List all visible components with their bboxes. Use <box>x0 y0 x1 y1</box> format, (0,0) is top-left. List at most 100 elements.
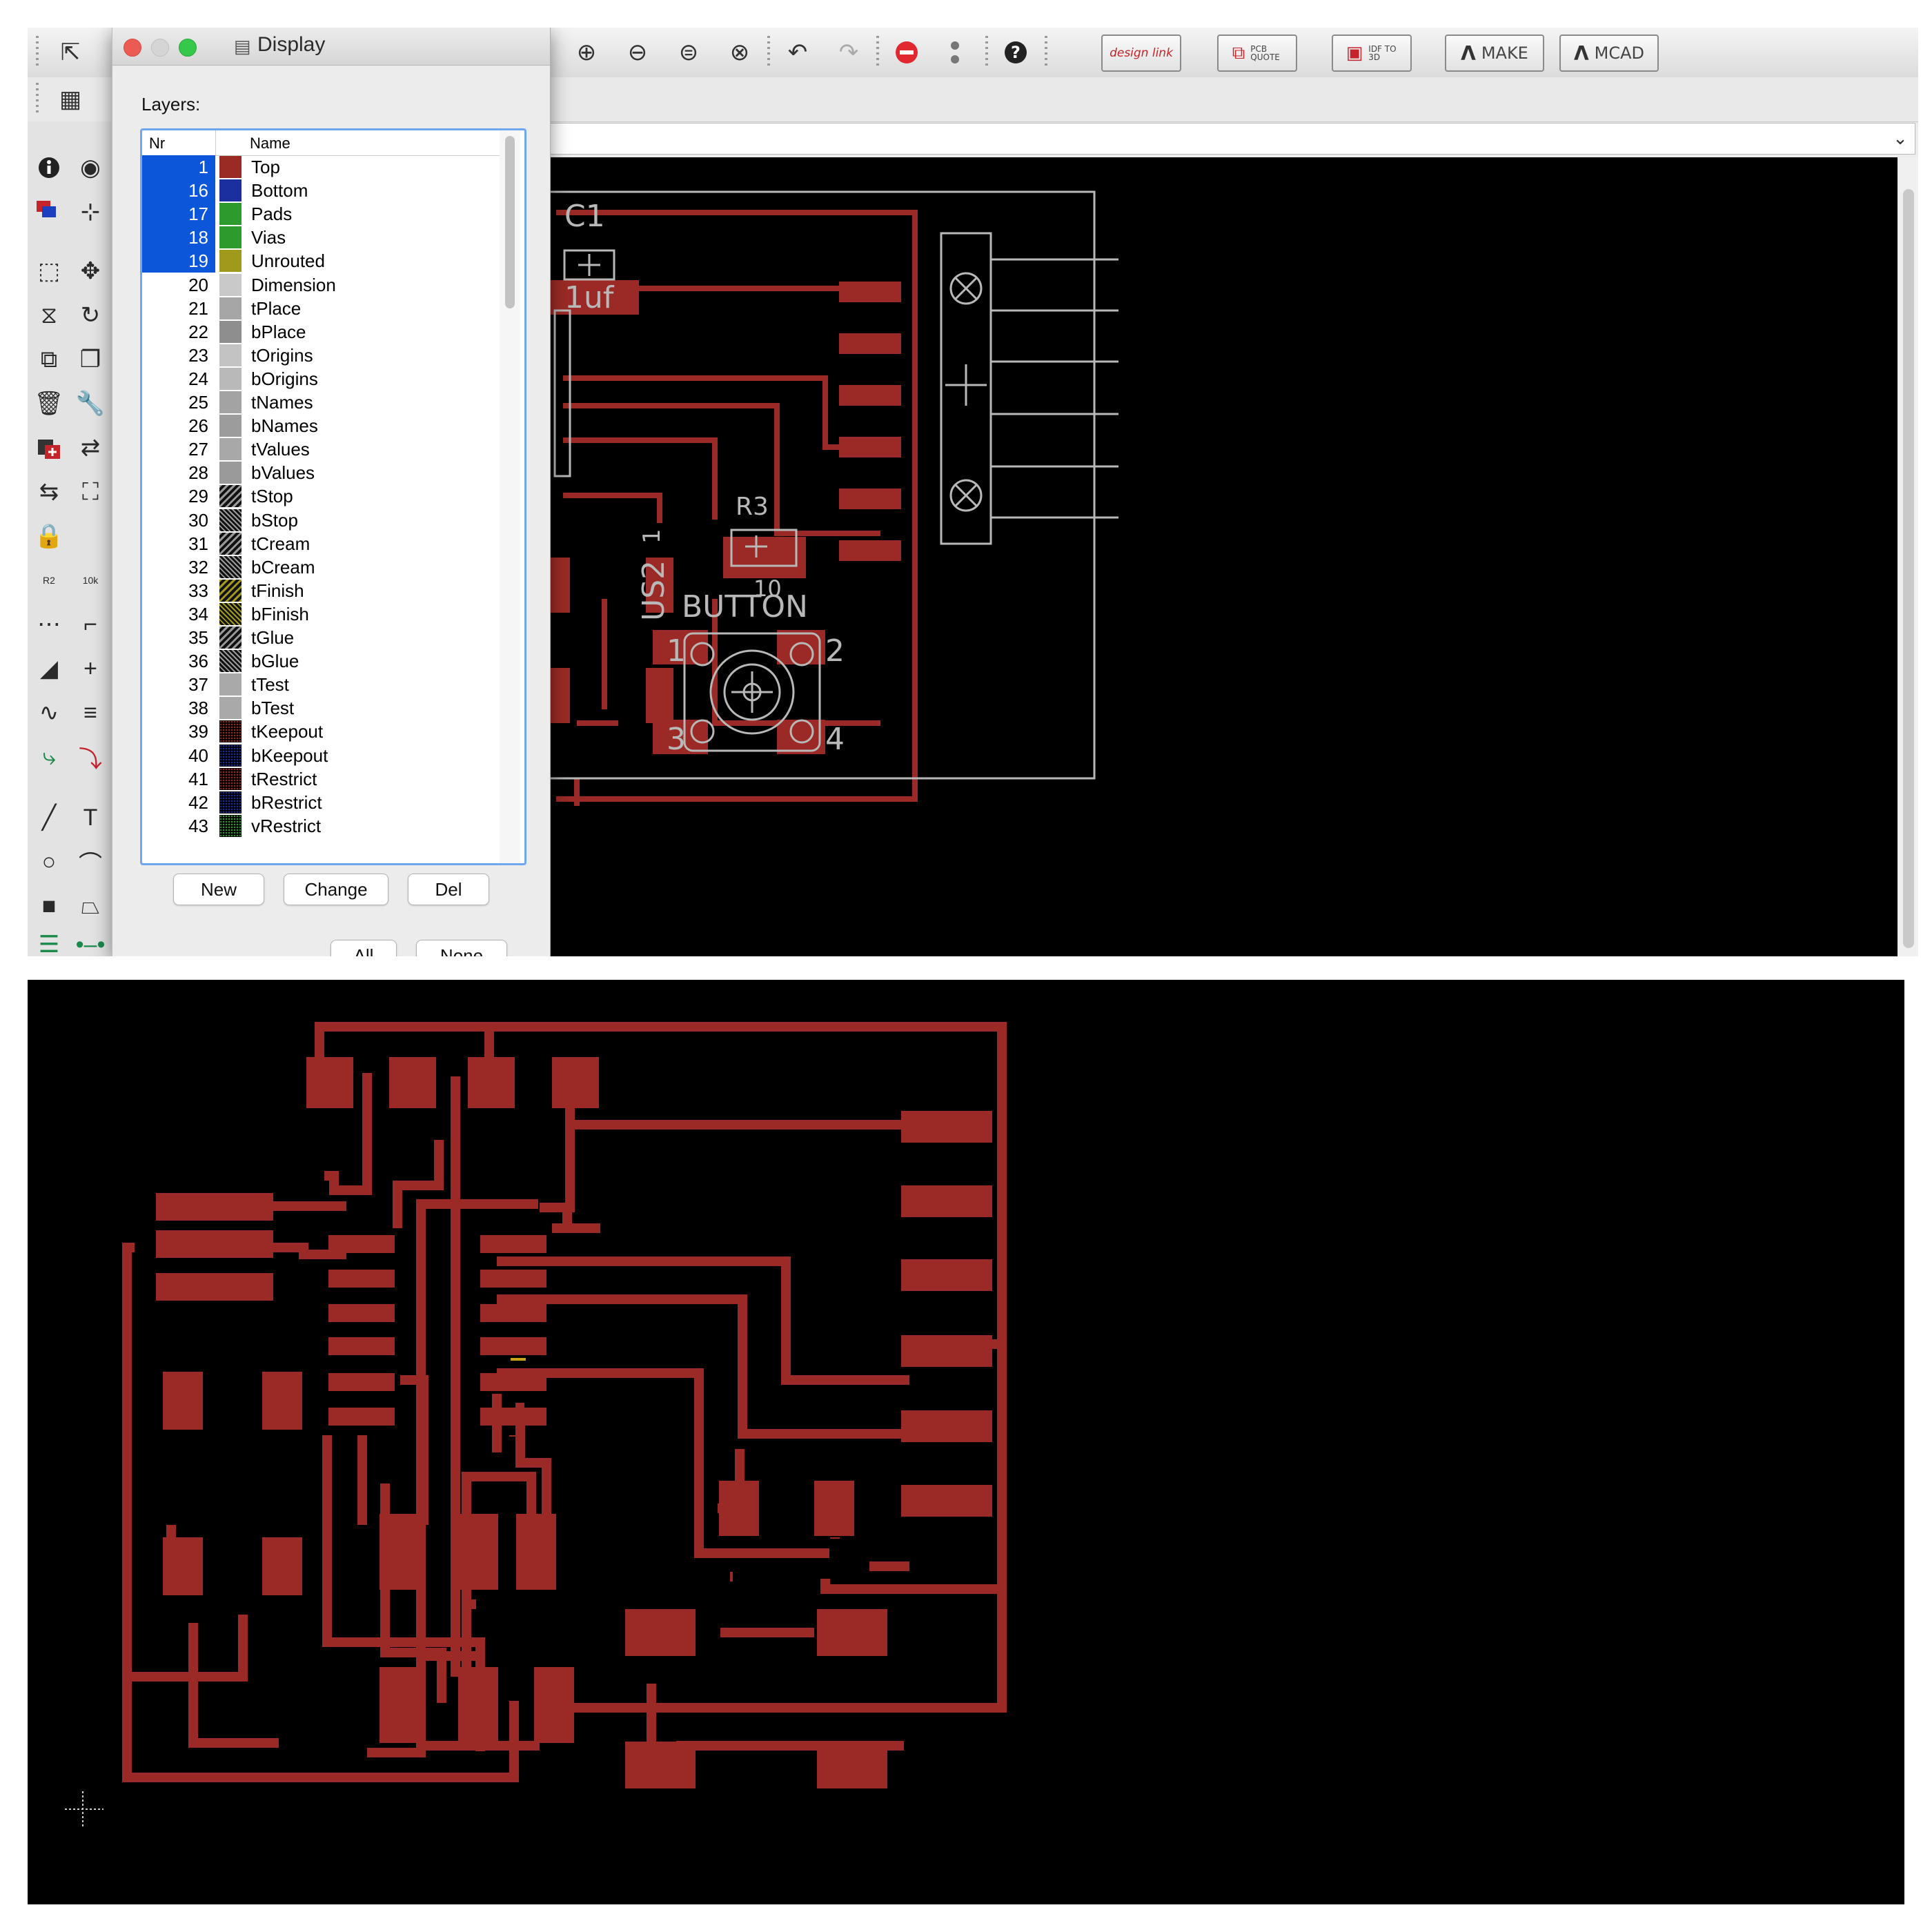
new-button[interactable]: New <box>173 874 264 905</box>
grid-icon[interactable]: ▦ <box>59 86 82 112</box>
all-button[interactable]: All <box>331 940 397 956</box>
info-icon[interactable] <box>32 150 66 185</box>
wrench-icon[interactable]: 🔧 <box>75 391 106 417</box>
name-icon[interactable]: R2 <box>43 575 55 586</box>
layer-color-swatch[interactable] <box>219 697 241 720</box>
layer-color-swatch[interactable] <box>219 767 241 790</box>
mirror-icon[interactable]: ⧖ <box>41 302 57 328</box>
rectangle-icon[interactable]: ■ <box>41 892 57 919</box>
swap-icon[interactable]: ⇆ <box>39 479 59 505</box>
delete-icon[interactable]: 🗑 <box>34 391 64 417</box>
open-icon[interactable]: ⇱ <box>60 39 81 66</box>
minimize-window-icon[interactable] <box>151 39 169 57</box>
layer-color-swatch[interactable] <box>219 673 241 696</box>
text-icon[interactable]: T <box>83 804 98 831</box>
layer-color-swatch[interactable] <box>219 579 241 602</box>
command-line-input[interactable] <box>549 123 1915 155</box>
auto-route-icon[interactable]: •–• <box>75 931 106 957</box>
route-multiple-icon[interactable]: ≡ <box>83 699 97 726</box>
split-icon[interactable]: ⋯ <box>37 611 61 638</box>
maximize-window-icon[interactable] <box>179 39 197 57</box>
ratsnest-icon[interactable]: ☰ <box>38 931 60 956</box>
board-canvas-top[interactable]: C1 1uf R3 10 BUTTON US2 1 1 2 3 4 <box>549 157 1897 956</box>
copy-icon[interactable]: ⧉ <box>40 346 58 373</box>
wire-icon[interactable]: ╱ <box>41 805 57 831</box>
circle-icon[interactable]: ○ <box>41 848 57 875</box>
layer-color-swatch[interactable] <box>219 791 241 814</box>
add-icon[interactable] <box>32 431 66 465</box>
scrollbar-thumb[interactable] <box>1903 189 1914 948</box>
move-icon[interactable]: ✥ <box>80 258 101 284</box>
help-icon[interactable]: ? <box>998 34 1034 70</box>
column-name[interactable]: Name <box>250 135 290 152</box>
layer-color-swatch[interactable] <box>219 367 241 390</box>
mcad-button[interactable]: Λ MCAD <box>1559 34 1659 72</box>
scrollbar-thumb[interactable] <box>505 136 515 308</box>
layer-color-swatch[interactable] <box>219 391 241 413</box>
layer-color-swatch[interactable] <box>219 602 241 625</box>
layer-color-swatch[interactable] <box>219 720 241 743</box>
layer-settings-icon[interactable] <box>32 195 66 229</box>
close-window-icon[interactable] <box>124 39 141 57</box>
zoom-out-icon[interactable]: ⊖ <box>627 39 648 66</box>
zoom-fit-icon[interactable]: ⊜ <box>678 39 699 66</box>
layer-color-swatch[interactable] <box>219 203 241 226</box>
layer-color-swatch[interactable] <box>219 485 241 508</box>
chevron-down-icon[interactable]: ⌄ <box>1893 127 1908 148</box>
layer-color-swatch[interactable] <box>219 179 241 202</box>
replace-icon[interactable]: ⇄ <box>80 435 101 461</box>
select-icon[interactable]: ⬚ <box>37 258 61 284</box>
layer-color-swatch[interactable] <box>219 438 241 461</box>
layer-color-swatch[interactable] <box>219 509 241 531</box>
layer-list-scrollbar[interactable] <box>500 130 520 863</box>
idf-to-3d-button[interactable]: ▣ IDF TO 3D <box>1332 34 1412 72</box>
mark-icon[interactable]: ⊹ <box>80 199 101 225</box>
layer-color-swatch[interactable] <box>219 273 241 296</box>
none-button[interactable]: None <box>416 940 507 956</box>
smash-icon[interactable]: + <box>83 655 97 682</box>
layer-color-swatch[interactable] <box>219 226 241 249</box>
layer-color-swatch[interactable] <box>219 814 241 837</box>
canvas-vertical-scrollbar[interactable] <box>1899 157 1918 956</box>
layer-color-swatch[interactable] <box>219 320 241 343</box>
miter-icon[interactable]: ⌐ <box>83 611 97 638</box>
polygon-icon[interactable]: ⏢ <box>81 892 100 919</box>
go-icon[interactable] <box>937 34 973 70</box>
lock-icon[interactable]: 🔒 <box>34 523 64 549</box>
layer-color-swatch[interactable] <box>219 344 241 366</box>
layer-color-swatch[interactable] <box>219 250 241 273</box>
group-icon[interactable]: ⛶ <box>82 478 99 505</box>
redo-icon[interactable]: ↷ <box>838 39 859 66</box>
arc-icon[interactable]: ⌒ <box>79 851 102 878</box>
layer-color-swatch[interactable] <box>219 744 241 767</box>
ripup-icon[interactable]: ⤵ <box>79 746 102 773</box>
layer-color-swatch[interactable] <box>219 532 241 555</box>
meander-icon[interactable]: ∿ <box>39 700 59 726</box>
design-link-button[interactable]: design link <box>1101 34 1181 72</box>
route-icon[interactable]: ⤷ <box>42 743 56 770</box>
change-button[interactable]: Change <box>284 874 388 905</box>
